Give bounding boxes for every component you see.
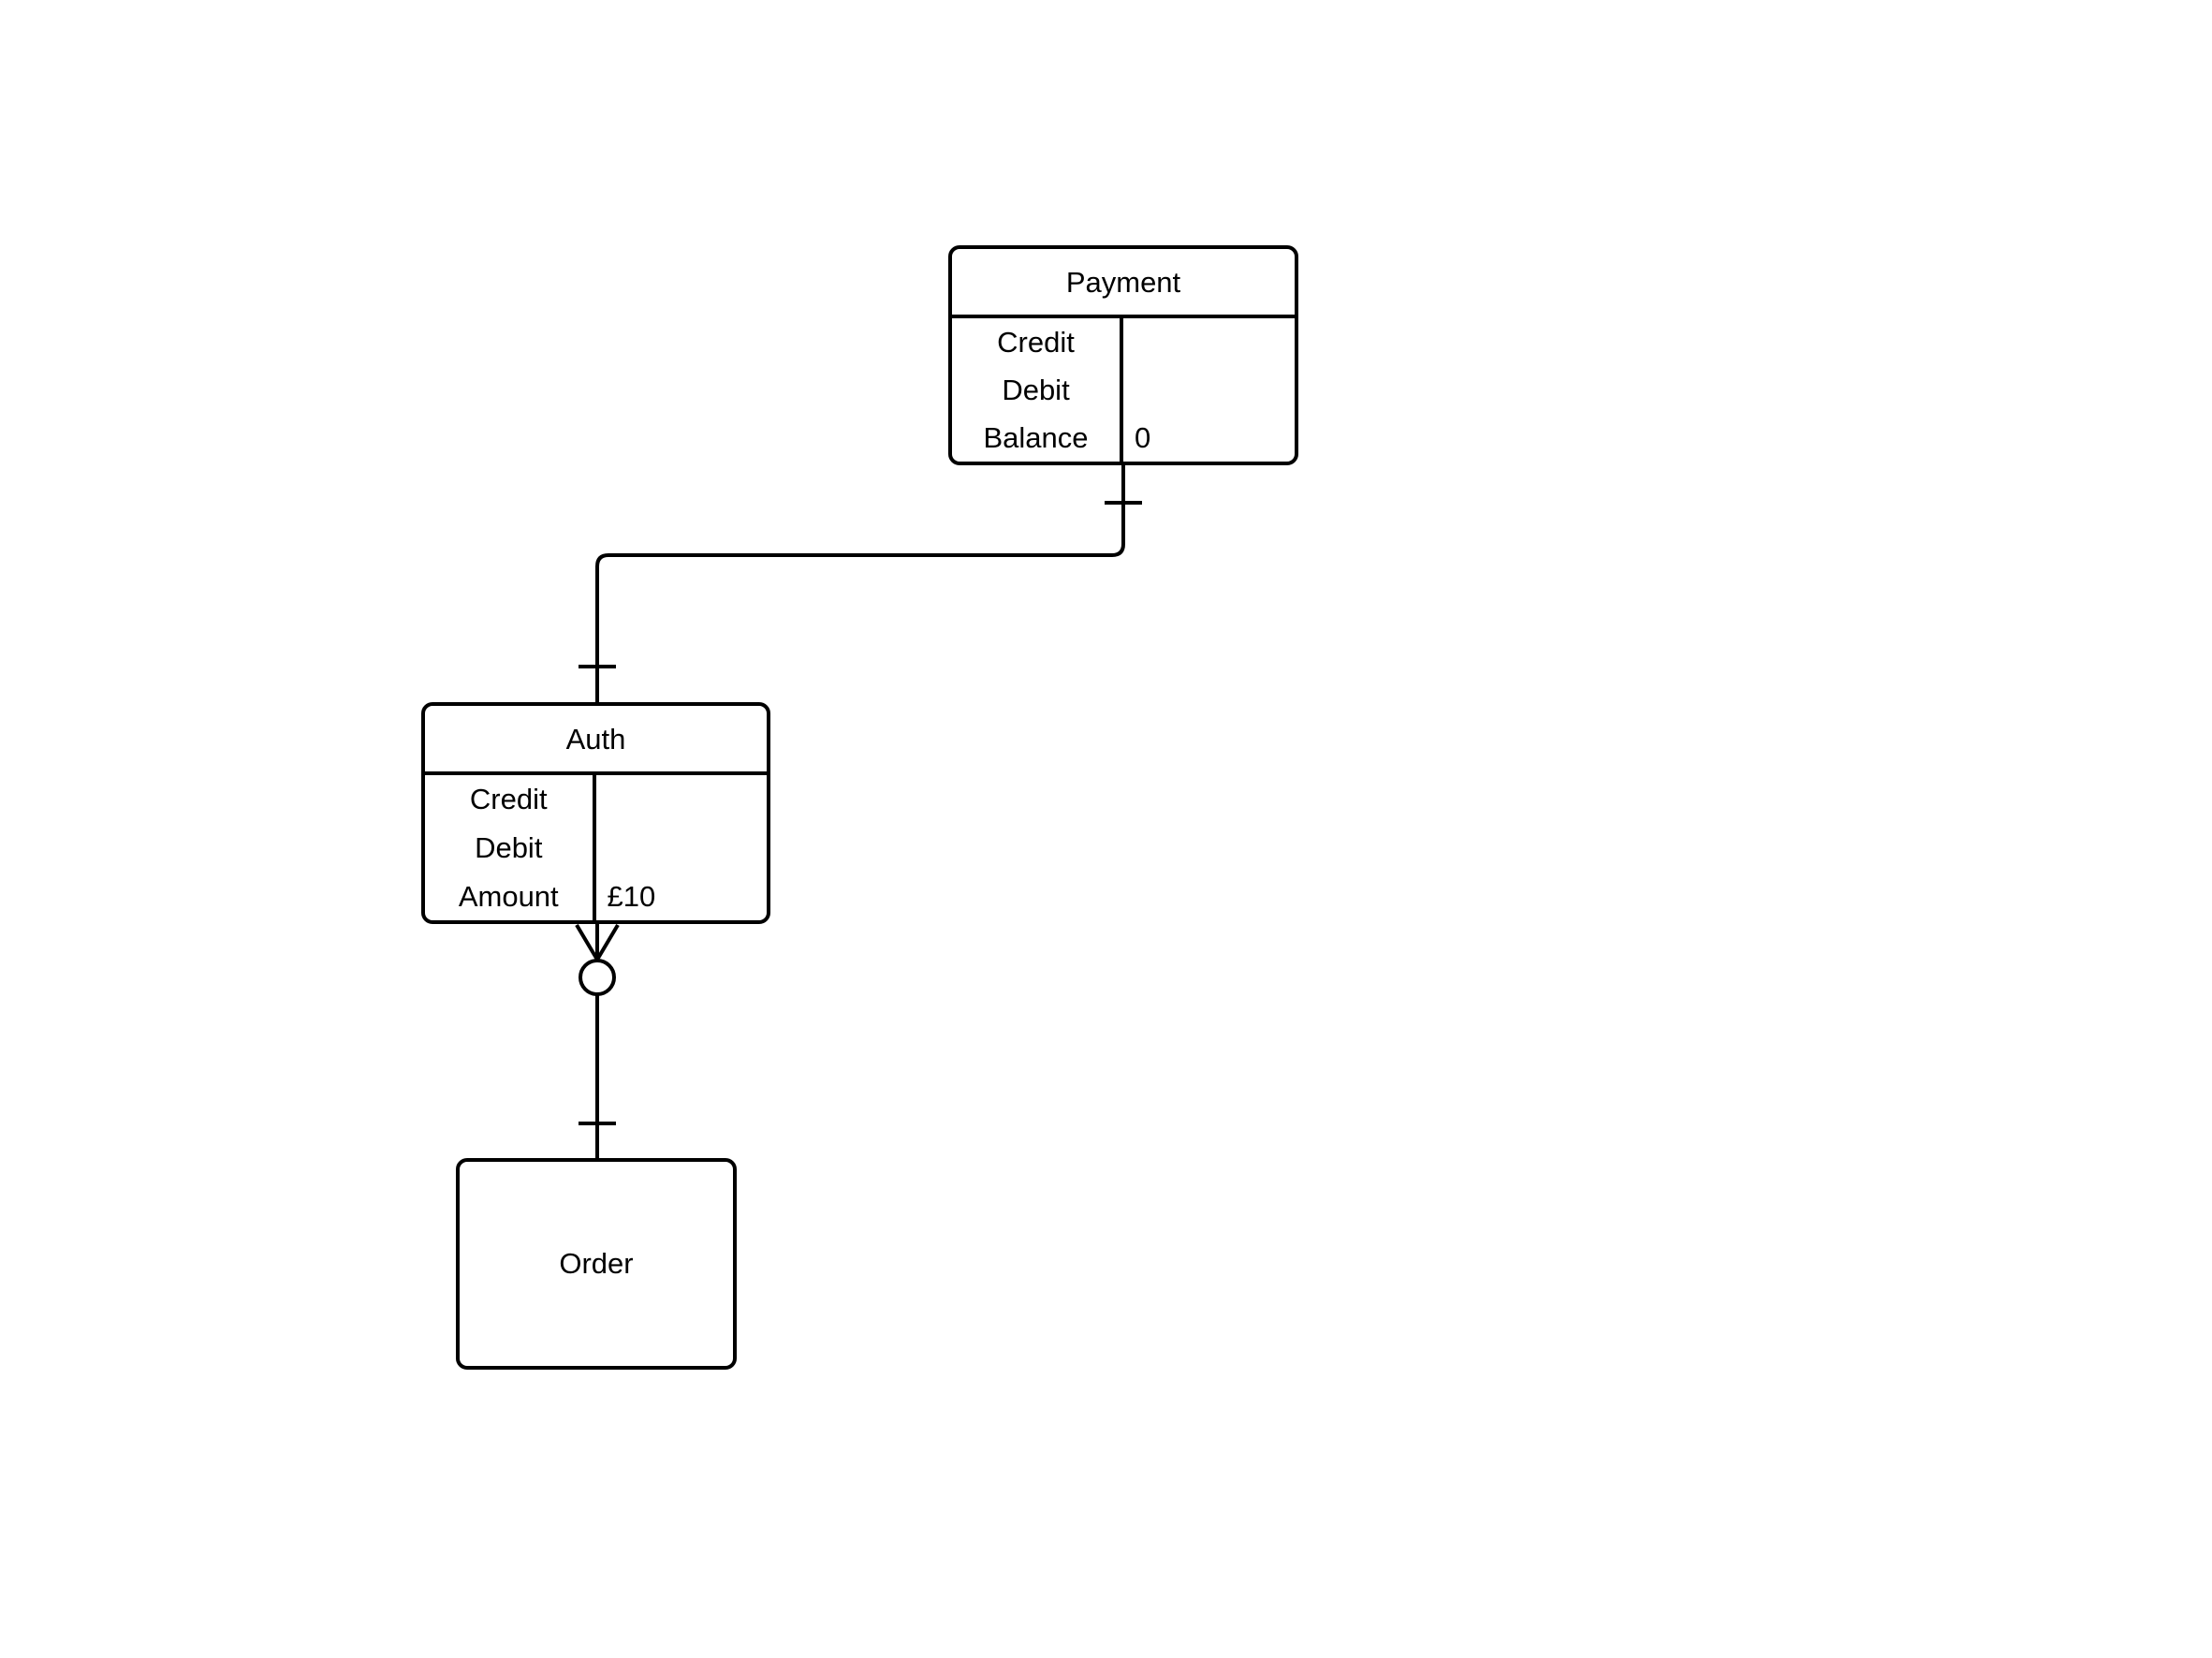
entity-payment[interactable]: Payment Credit Debit Balance 0 <box>948 245 1298 465</box>
attribute-label: Credit <box>997 326 1075 359</box>
entity-payment-title: Payment <box>952 249 1295 318</box>
entity-auth[interactable]: Auth Credit Debit Amount £10 <box>421 702 770 924</box>
attribute-label: Amount <box>458 879 559 913</box>
attribute-label: Debit <box>475 831 543 864</box>
connector-auth-order[interactable] <box>575 923 620 1158</box>
entity-auth-label-column: Credit Debit Amount <box>425 775 596 920</box>
attribute-label: Balance <box>983 421 1089 454</box>
entity-payment-value-column: 0 <box>1123 318 1295 462</box>
entity-auth-value-column: £10 <box>596 775 768 920</box>
entity-order-title: Order <box>559 1247 634 1280</box>
connector-payment-auth-line <box>595 465 1125 702</box>
attribute-value <box>596 824 768 873</box>
attribute-value: £10 <box>607 879 656 913</box>
entity-auth-title: Auth <box>425 706 767 775</box>
entity-auth-body: Credit Debit Amount £10 <box>425 775 767 920</box>
attribute-value <box>1123 318 1295 366</box>
attribute-value <box>596 775 768 824</box>
attribute-label: Credit <box>469 783 548 816</box>
entity-payment-body: Credit Debit Balance 0 <box>952 318 1295 462</box>
cardinality-zero-circle-icon <box>579 959 616 996</box>
attribute-value <box>1123 366 1295 414</box>
entity-order[interactable]: Order <box>456 1158 737 1370</box>
connector-payment-auth[interactable] <box>579 465 1142 702</box>
attribute-label: Debit <box>1002 374 1070 406</box>
entity-payment-label-column: Credit Debit Balance <box>952 318 1123 462</box>
attribute-value: 0 <box>1135 421 1151 454</box>
